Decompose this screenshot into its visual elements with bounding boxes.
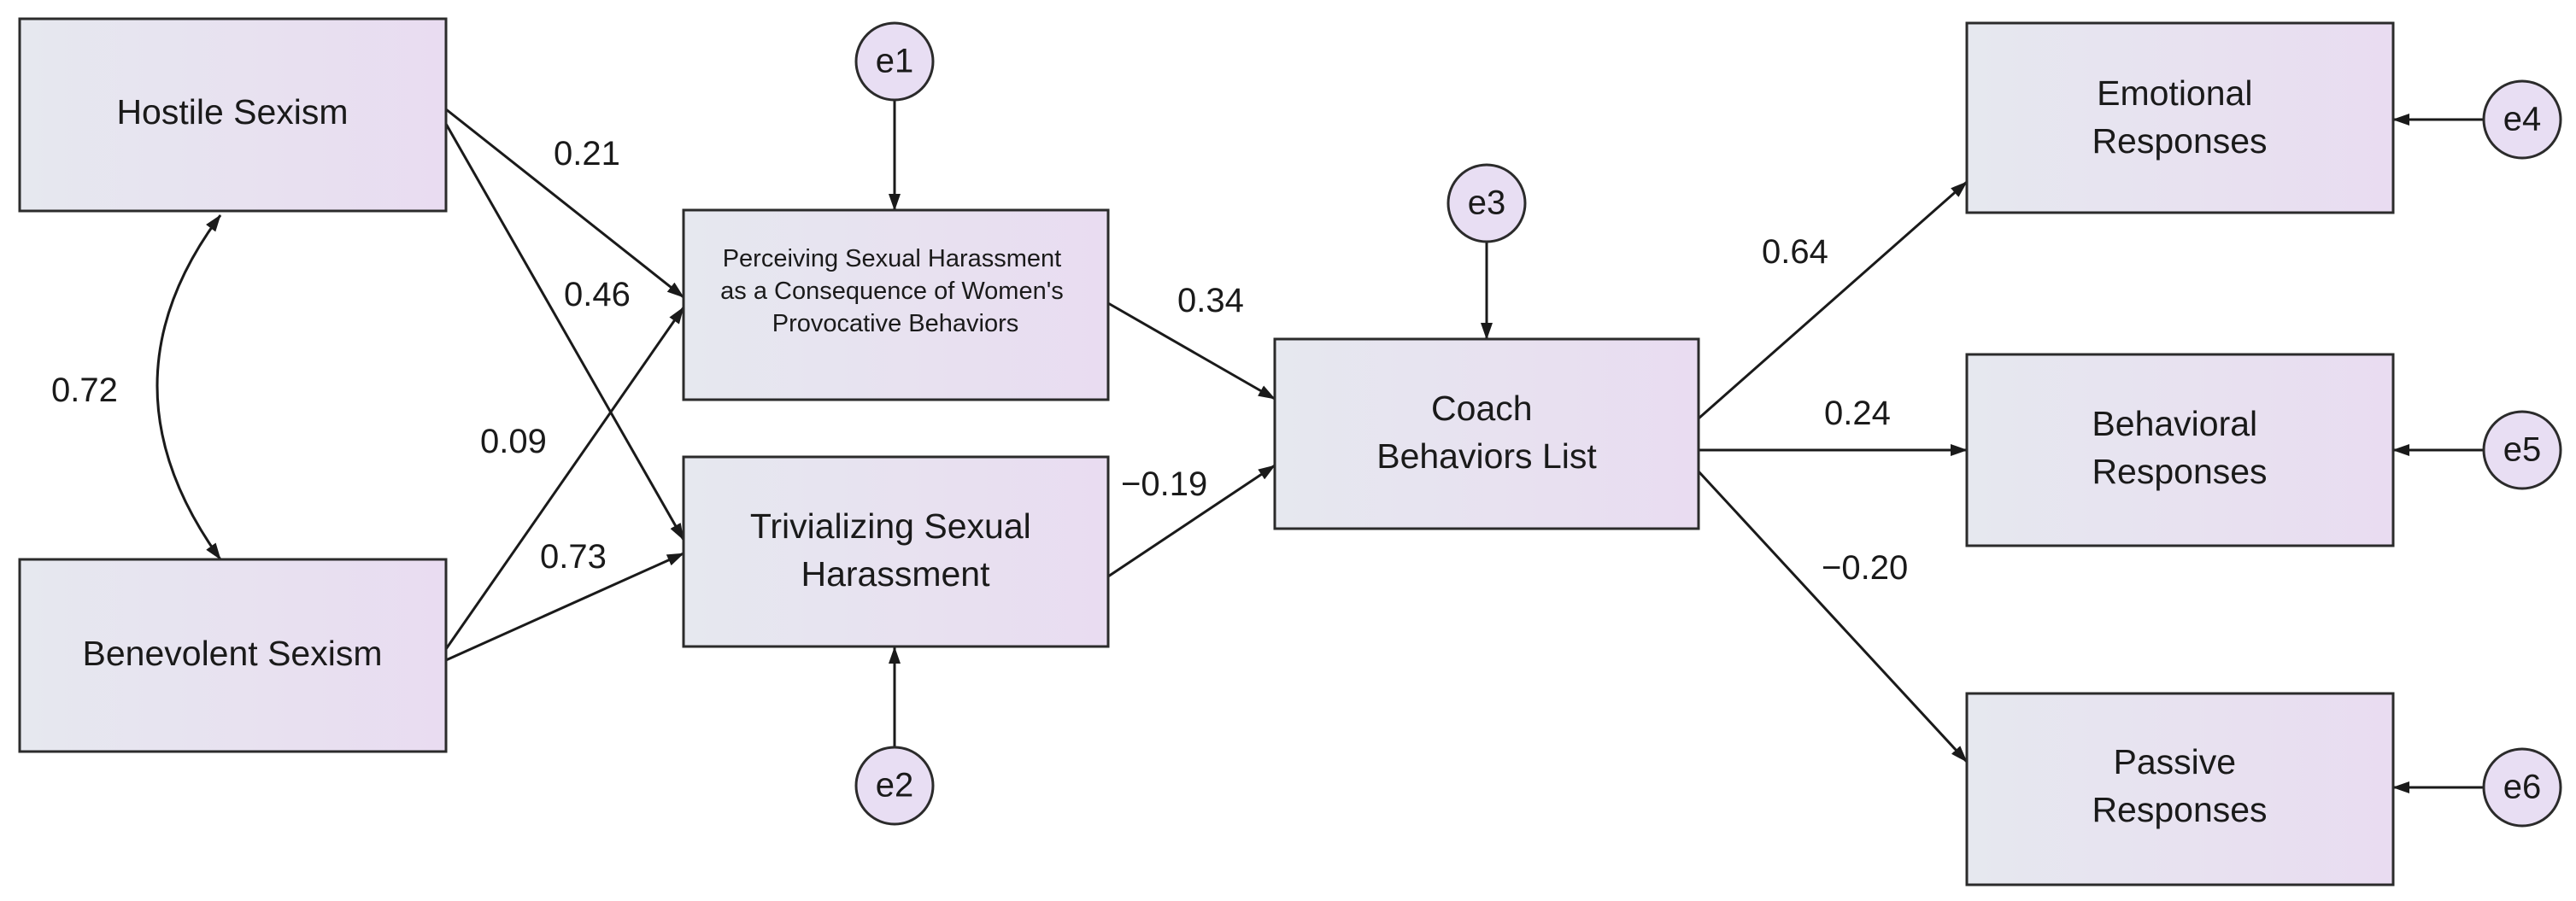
error-e6: e6 [2482, 747, 2562, 828]
error-e5: e5 [2482, 410, 2562, 490]
error-e4: e4 [2482, 79, 2562, 160]
svg-text:e4: e4 [2503, 101, 2542, 138]
node-trivializing-sexual-harassment: Trivializing Sexual Harassment [682, 455, 1110, 648]
coef-benevolent-perceiving: 0.09 [480, 423, 547, 460]
path-coach-emotional [1698, 180, 1968, 420]
coef-hostile-trivializing: 0.46 [564, 276, 631, 313]
node-emotional-responses: Emotional Responses [1965, 21, 2395, 214]
coef-coach-passive: −0.20 [1822, 549, 1908, 587]
node-behavioral-responses: Behavioral Responses [1965, 353, 2395, 547]
correlation-hostile-benevolent [155, 214, 222, 560]
node-label: Passive Responses [2092, 742, 2267, 829]
node-label: Perceiving Sexual Harassment as a Conseq… [720, 245, 1071, 337]
svg-text:e6: e6 [2503, 769, 2542, 806]
path-benevolent-perceiving [444, 307, 685, 650]
coef-coach-behavioral: 0.24 [1824, 395, 1891, 432]
node-perceiving-sexual-harassment: Perceiving Sexual Harassment as a Conseq… [682, 208, 1110, 401]
svg-text:e3: e3 [1468, 184, 1506, 222]
path-hostile-perceiving [445, 108, 684, 299]
node-label: Emotional Responses [2092, 73, 2267, 161]
node-label: Trivializing Sexual Harassment [750, 506, 1041, 594]
node-label: Hostile Sexism [116, 92, 348, 132]
path-benevolent-trivializing [445, 552, 684, 662]
svg-text:e5: e5 [2503, 431, 2542, 469]
node-hostile-sexism: Hostile Sexism [18, 17, 448, 213]
coef-hostile-perceiving: 0.21 [554, 135, 620, 173]
paths [155, 100, 2484, 793]
path-hostile-trivializing [444, 123, 685, 541]
error-e1: e1 [854, 21, 935, 102]
node-label: Coach Behaviors List [1376, 389, 1597, 476]
node-label: Benevolent Sexism [83, 634, 383, 673]
path-trivializing-coach [1107, 464, 1276, 578]
node-label: Behavioral Responses [2092, 404, 2267, 491]
path-coach-passive [1697, 470, 1969, 764]
coef-trivializing-coach: −0.19 [1121, 465, 1207, 503]
coefficient-labels: 0.72 0.21 0.46 0.09 0.73 0.34 −0.19 0.64… [51, 135, 1908, 587]
coef-benevolent-trivializing: 0.73 [540, 538, 607, 576]
coef-perceiving-coach: 0.34 [1177, 282, 1244, 319]
node-passive-responses: Passive Responses [1965, 692, 2395, 886]
path-perceiving-coach [1107, 301, 1276, 401]
error-e2: e2 [854, 746, 935, 826]
coef-coach-emotional: 0.64 [1762, 233, 1828, 271]
coef-hostile-benevolent: 0.72 [51, 372, 118, 409]
svg-text:e1: e1 [876, 43, 914, 80]
error-e3: e3 [1446, 163, 1527, 243]
node-coach-behaviors-list: Coach Behaviors List [1273, 337, 1700, 530]
svg-text:e2: e2 [876, 767, 914, 804]
node-benevolent-sexism: Benevolent Sexism [18, 558, 448, 753]
